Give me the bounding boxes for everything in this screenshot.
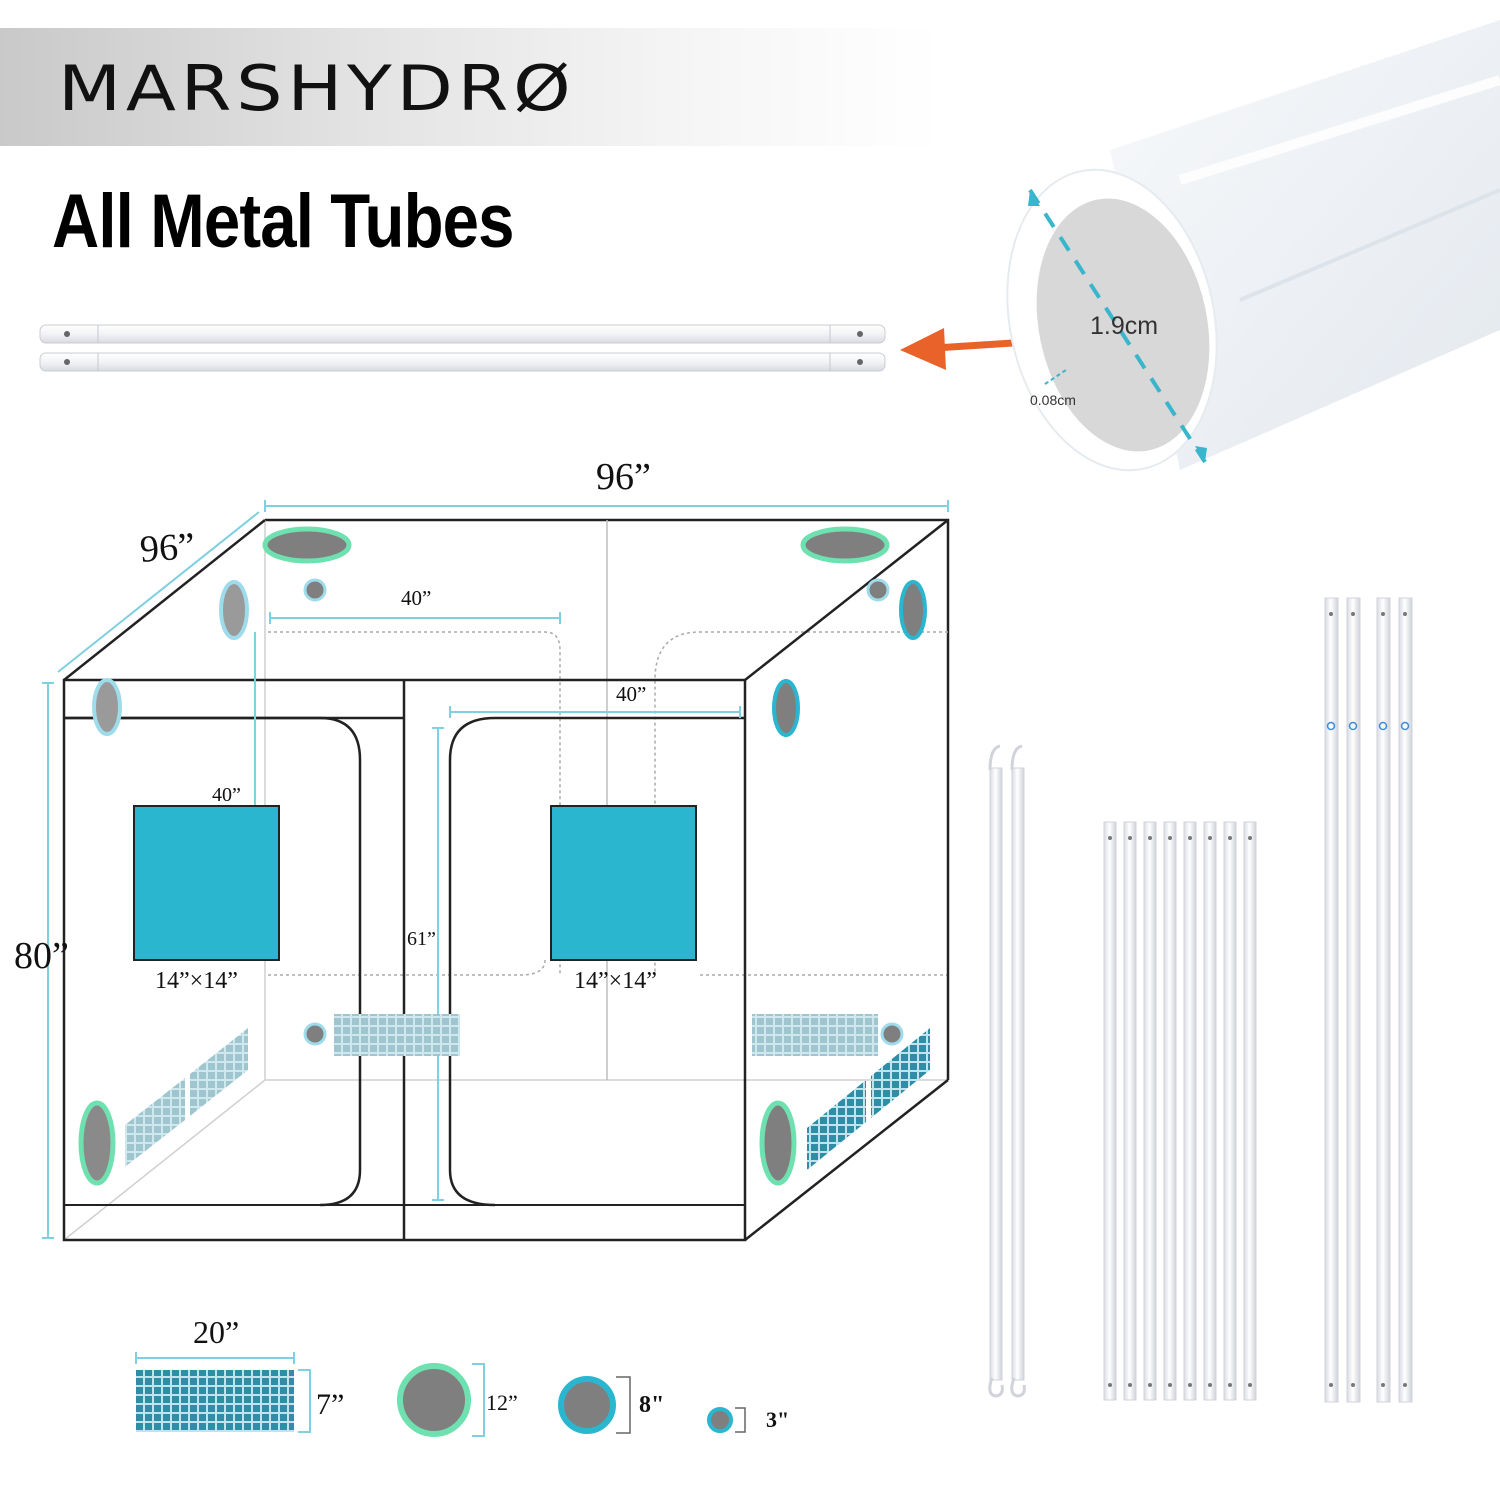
brand-logo: MARSHYDRØ [58,52,576,125]
vent-mesh-icon [125,1014,930,1170]
brand-banner [0,28,940,146]
pole-set-icon [1324,597,1413,1403]
port-large-label: 12” [486,1390,518,1415]
window-right-label: 14”×14” [574,968,657,994]
tube-wall-label: 0.08cm [1030,392,1076,408]
window-left [133,805,280,961]
legend-shapes [135,1352,746,1437]
tent-depth-label: 96” [138,525,197,571]
tube-cross-section-icon [1006,20,1500,472]
vent-width-label: 20” [193,1314,240,1350]
duct-port-icon [78,526,927,1186]
tent-width-label: 96” [596,456,651,498]
top-span-label: 40” [401,586,432,610]
pole-set-icon [1103,821,1257,1401]
port-medium-label: 8" [639,1392,665,1418]
left-offset-label: 40” [212,784,241,806]
vent-height-label: 7” [316,1388,345,1421]
tube-pair-icon [39,324,886,372]
pole-set-icon [988,744,1026,1398]
dimension-lines [42,500,949,1239]
window-right [550,805,697,961]
tent-height-label: 80” [14,935,69,977]
window-left-label: 14”×14” [155,968,238,994]
right-span-label: 40” [616,682,647,706]
port-small-label: 3" [766,1407,790,1432]
door-height-label: 61” [407,928,436,950]
tube-diameter-label: 1.9cm [1090,312,1159,340]
page-title: All Metal Tubes [52,179,514,264]
